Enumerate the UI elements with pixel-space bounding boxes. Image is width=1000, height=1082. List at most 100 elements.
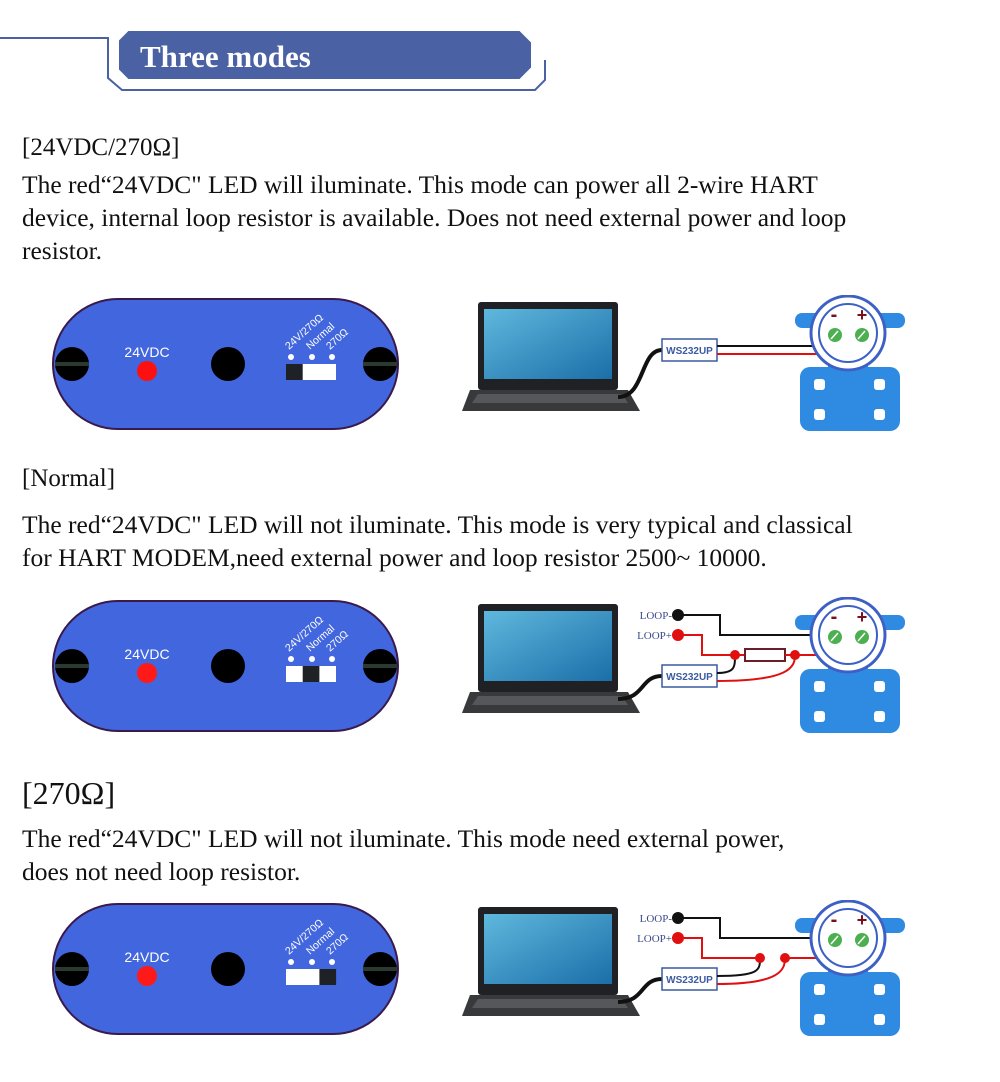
mount-hole (814, 681, 825, 692)
minus-terminal-label: - (831, 909, 838, 931)
mount-hole (814, 711, 825, 722)
screw-slot (363, 664, 397, 668)
loop-plus-wire (678, 937, 760, 959)
switch-dot (329, 656, 335, 662)
junction-node (790, 650, 800, 660)
switch-dot (329, 959, 335, 965)
led-on (137, 361, 157, 381)
ws232up-label: WS232UP (666, 672, 713, 683)
transmitter-icon: -+ (795, 597, 905, 733)
text-line: The red“24VDC" LED will not iluminate. T… (22, 510, 853, 539)
connector-hole (211, 649, 245, 683)
laptop-icon (462, 302, 640, 411)
switch-knob (286, 364, 303, 380)
usb-cable (617, 348, 663, 399)
switch-dot (309, 354, 315, 360)
loop-minus-terminal (672, 912, 684, 924)
mode-1-heading: [24VDC/270Ω] (22, 134, 180, 161)
laptop-screen (484, 309, 612, 379)
mode-3-description: The red“24VDC" LED will not iluminate. T… (22, 822, 784, 888)
junction-node (780, 953, 790, 963)
ws232up-box (661, 664, 718, 688)
screw-slot (830, 935, 839, 945)
mount-hole (814, 984, 825, 995)
switch-dot (288, 354, 294, 360)
laptop-screen (484, 611, 612, 681)
ws232up-box (661, 338, 718, 362)
usb-cable (617, 977, 663, 1004)
laptop-screen (484, 914, 612, 984)
loop-minus-terminal (672, 609, 684, 621)
transmitter-inner (818, 908, 878, 968)
transmitter-base (800, 669, 900, 733)
ws232up-label: WS232UP (666, 346, 713, 357)
ws232up-box (661, 967, 718, 991)
text-line: The red“24VDC" LED will not iluminate. T… (22, 824, 785, 853)
text-line: for HART MODEM,need external power and l… (22, 543, 767, 572)
mount-hole (814, 379, 825, 390)
mount-hole (874, 1014, 885, 1025)
junction-node (730, 650, 740, 660)
laptop-icon (462, 604, 640, 713)
loop-plus-terminal (672, 932, 684, 944)
screw-slot (55, 967, 89, 971)
plus-terminal-label: + (857, 607, 868, 627)
mount-hole (874, 409, 885, 420)
text-line: resistor. (22, 236, 103, 265)
screw-slot (363, 967, 397, 971)
led-label: 24VDC (124, 949, 169, 965)
loop-minus-label: LOOP- (640, 913, 673, 925)
transmitter-icon: -+ (795, 900, 905, 1036)
mount-hole (814, 409, 825, 420)
mount-hole (814, 1014, 825, 1025)
mount-hole (874, 681, 885, 692)
minus-terminal-label: - (831, 304, 838, 326)
text-line: The red“24VDC" LED will iluminate. This … (22, 170, 818, 199)
connector-hole (211, 347, 245, 381)
usb-cable (617, 674, 663, 701)
switch-dot (309, 656, 315, 662)
switch-dot (288, 959, 294, 965)
modem-wire-red (716, 957, 786, 985)
transmitter-base (800, 972, 900, 1036)
switch-dot (329, 354, 335, 360)
mode-3-heading: [270Ω] (22, 775, 116, 811)
transmitter-base (800, 367, 900, 431)
banner-title: Three modes (140, 39, 311, 74)
ws232up-label: WS232UP (666, 975, 713, 986)
loop-minus-wire (678, 614, 835, 636)
laptop-keyboard (472, 999, 628, 1008)
loop-resistor (744, 648, 786, 662)
junction-node (755, 953, 765, 963)
connector-hole (211, 952, 245, 986)
transmitter-inner (818, 303, 878, 363)
text-line: does not need loop resistor. (22, 857, 301, 886)
transmitter-inner (818, 605, 878, 665)
switch-dot (288, 656, 294, 662)
screw-slot (857, 632, 866, 642)
loop-plus-label: LOOP+ (637, 630, 672, 642)
modem-wire-black (716, 957, 761, 977)
loop-plus-label: LOOP+ (637, 933, 672, 945)
loop-minus-wire (678, 917, 835, 939)
switch-dot (309, 959, 315, 965)
led-off (137, 663, 157, 683)
transmitter-icon: -+ (795, 295, 905, 431)
screw-slot (830, 330, 839, 340)
loop-plus-terminal (672, 629, 684, 641)
title-banner: Three modes (0, 29, 546, 91)
switch-knob (302, 666, 320, 682)
mode-2-description: The red“24VDC" LED will not iluminate. T… (22, 508, 853, 574)
screw-slot (857, 935, 866, 945)
mount-hole (874, 984, 885, 995)
mount-hole (874, 379, 885, 390)
screw-slot (55, 664, 89, 668)
mode-2-heading: [Normal] (22, 465, 116, 492)
screw-slot (55, 362, 89, 366)
